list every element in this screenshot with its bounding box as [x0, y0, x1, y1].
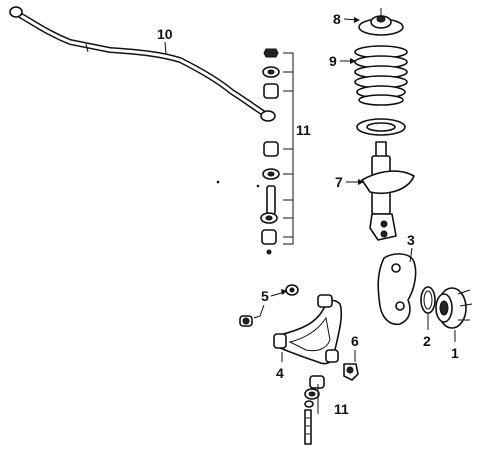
stray-dot [256, 184, 260, 188]
callout-10-label: 10 [157, 26, 173, 42]
callout-6-label: 6 [351, 333, 359, 349]
callout-11-lower: 11 [317, 384, 349, 417]
callout-5-label: 5 [261, 288, 269, 304]
callout-2-label: 2 [423, 333, 431, 349]
callout-7-label: 7 [335, 174, 343, 190]
callout-11-lower-label: 11 [334, 401, 349, 417]
callout-10: 10 [157, 26, 173, 55]
steering-knuckle [377, 253, 417, 326]
callout-8: 8 [333, 11, 360, 27]
callout-8-label: 8 [333, 11, 341, 27]
callout-3-label: 3 [407, 232, 415, 248]
callout-11-upper: 11 [283, 52, 311, 245]
callout-9-label: 9 [329, 53, 337, 69]
stabilizer-bar [9, 6, 276, 122]
callout-7: 7 [335, 174, 364, 190]
spring-seat [356, 118, 406, 136]
lower-control-arm [273, 294, 343, 365]
callout-5: 5 [253, 288, 287, 319]
stray-dot [216, 180, 220, 184]
callout-4: 4 [276, 352, 284, 381]
callout-9: 9 [329, 53, 356, 69]
callout-3: 3 [407, 232, 415, 263]
snap-ring [420, 286, 436, 314]
callout-4-label: 4 [276, 365, 284, 381]
strut-mount [358, 8, 404, 36]
lower-link-stack [304, 375, 325, 445]
coil-spring [354, 45, 408, 106]
wheel-hub [435, 287, 473, 329]
arm-bushing-bolts [239, 284, 299, 327]
callout-11-upper-label: 11 [296, 122, 311, 138]
callout-2: 2 [423, 314, 431, 349]
callout-1-label: 1 [451, 345, 459, 361]
ball-joint [343, 363, 359, 381]
callout-6: 6 [351, 333, 359, 362]
stabilizer-link-stack [260, 48, 280, 255]
strut-assembly [361, 141, 415, 241]
callout-1: 1 [451, 330, 459, 361]
